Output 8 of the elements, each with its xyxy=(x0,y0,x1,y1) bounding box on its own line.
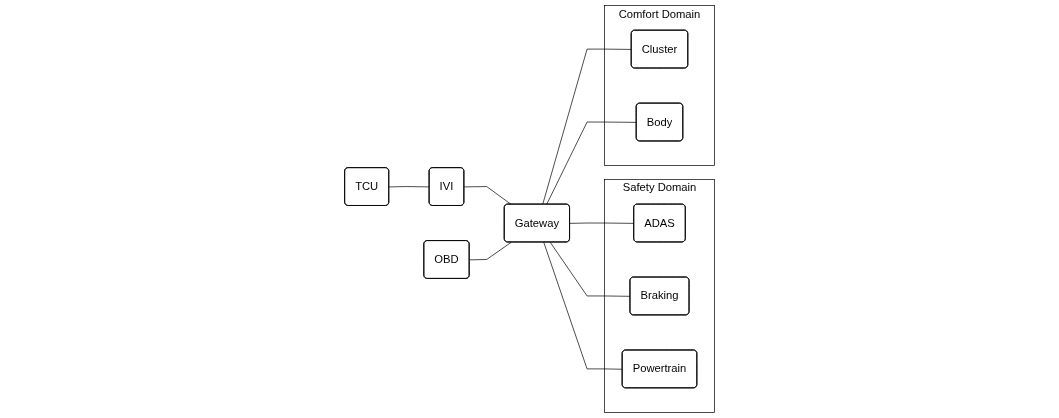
connector xyxy=(569,222,635,224)
connector xyxy=(546,121,637,205)
connector xyxy=(388,186,430,188)
connector xyxy=(542,48,632,205)
connector xyxy=(543,241,623,370)
connector xyxy=(469,241,512,261)
connector xyxy=(549,241,631,297)
connector xyxy=(463,186,512,205)
